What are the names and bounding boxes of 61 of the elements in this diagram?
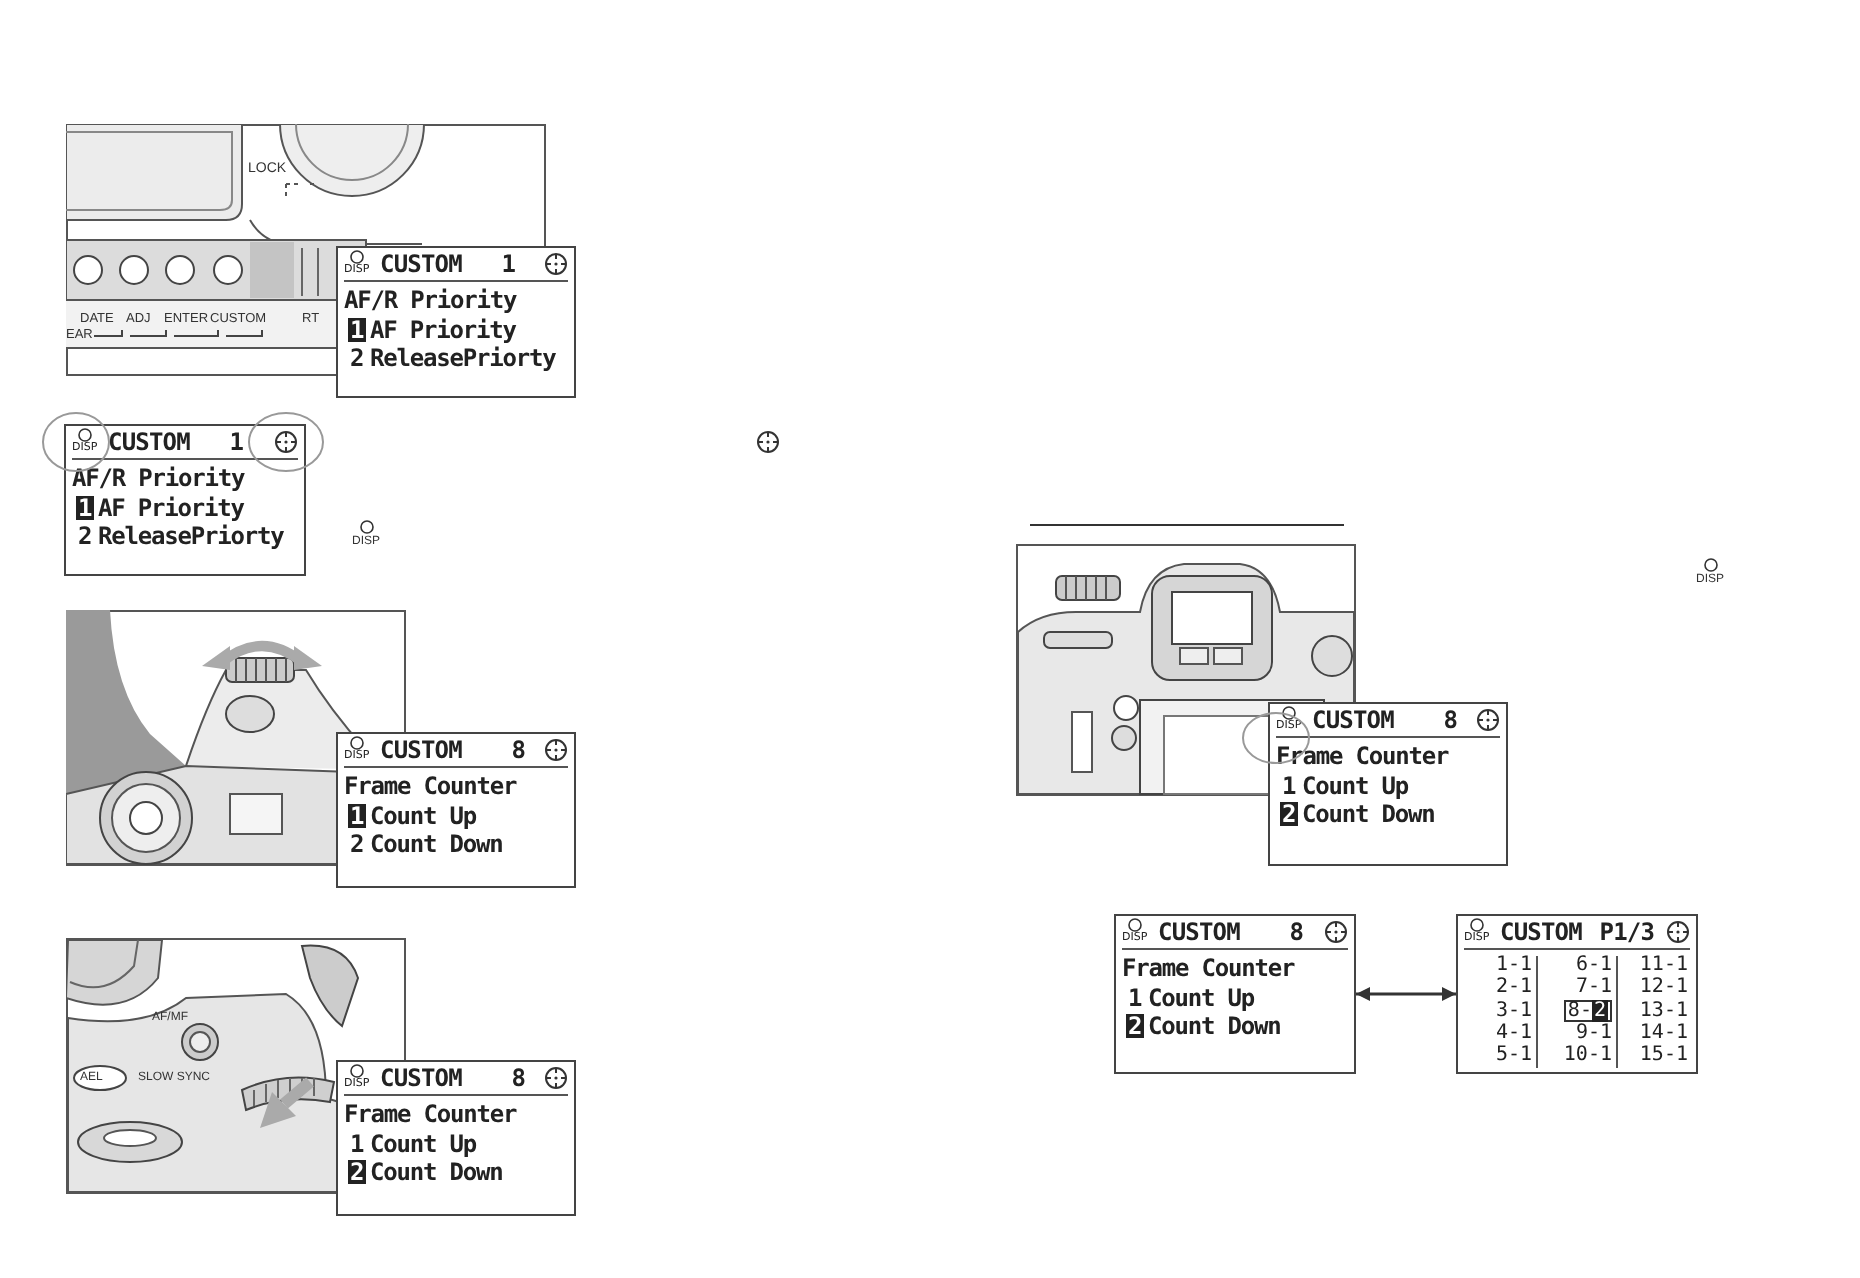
option-text: AF Priority [370,317,516,341]
screen-title: CUSTOM 8 [380,1066,526,1090]
option-number: 1 [1126,985,1145,1009]
lcd-screen [336,1060,576,1216]
menu-item: 7-1 [1575,976,1612,999]
menu-heading: Frame Counter [1276,744,1449,768]
option-text: Count Down [370,1160,503,1184]
option-text: ReleasePriorty [98,524,284,548]
option-number: 1 [76,495,95,519]
menu-item: 5-1 [1495,1044,1532,1067]
option-text: Count Up [370,803,476,827]
menu-item: 10-1 [1563,1044,1612,1067]
menu-heading: Frame Counter [344,774,517,798]
menu-item: 15-1 [1639,1044,1688,1067]
option-number: 2 [348,346,367,370]
option-number: 2 [1126,1014,1145,1038]
menu-item: 8- [1567,999,1592,1022]
option-text: Count Down [370,832,503,856]
lcd-screen [1456,914,1698,1074]
screen-title: CUSTOM 8 [380,738,526,762]
menu-item: 3-1 [1495,999,1532,1022]
menu-item: 6-1 [1575,954,1612,976]
lcd-screen [336,732,576,888]
menu-item: 13-1 [1639,999,1688,1022]
option-number: 1 [1280,773,1299,797]
option-number: 1 [348,317,367,341]
double-arrow [1356,987,1456,1001]
option-text: Count Down [1148,1014,1281,1038]
option-number: 2 [348,1160,367,1184]
option-number: 1 [348,1131,367,1155]
menu-heading: Frame Counter [1122,956,1295,980]
menu-item: 1-1 [1495,954,1532,976]
option-number: 2 [76,524,95,548]
menu-item: 12-1 [1639,976,1688,999]
option-text: Count Up [370,1131,476,1155]
option-text: AF Priority [98,495,244,519]
lcd-screen [336,246,576,398]
menu-item: 14-1 [1639,1021,1688,1044]
menu-item: 2-1 [1495,976,1532,999]
menu-item: 4-1 [1495,1021,1532,1044]
screen-title: CUSTOM 8 [1158,920,1304,944]
lcd-screen [64,424,306,576]
option-number: 2 [1280,802,1299,826]
screen-title: CUSTOM 1 [380,252,516,276]
option-number: 2 [348,832,367,856]
menu-heading: Frame Counter [344,1102,517,1126]
lcd-screen [1268,702,1508,866]
option-number: 1 [348,803,367,827]
option-text: ReleasePriorty [370,346,556,370]
screen-title: CUSTOM 8 [1312,708,1458,732]
menu-item: 9-1 [1575,1021,1612,1044]
menu-item: 11-1 [1639,954,1688,976]
screen-title: CUSTOM 1 [108,430,244,454]
option-text: Count Up [1302,773,1408,797]
menu-heading: AF/R Priority [72,466,245,490]
option-text: Count Up [1148,985,1254,1009]
screen-title: CUSTOM P1/3 [1500,920,1655,944]
menu-heading: AF/R Priority [344,288,517,312]
option-number: 2 [1591,999,1608,1022]
option-text: Count Down [1302,802,1435,826]
lcd-screen [1114,914,1356,1074]
